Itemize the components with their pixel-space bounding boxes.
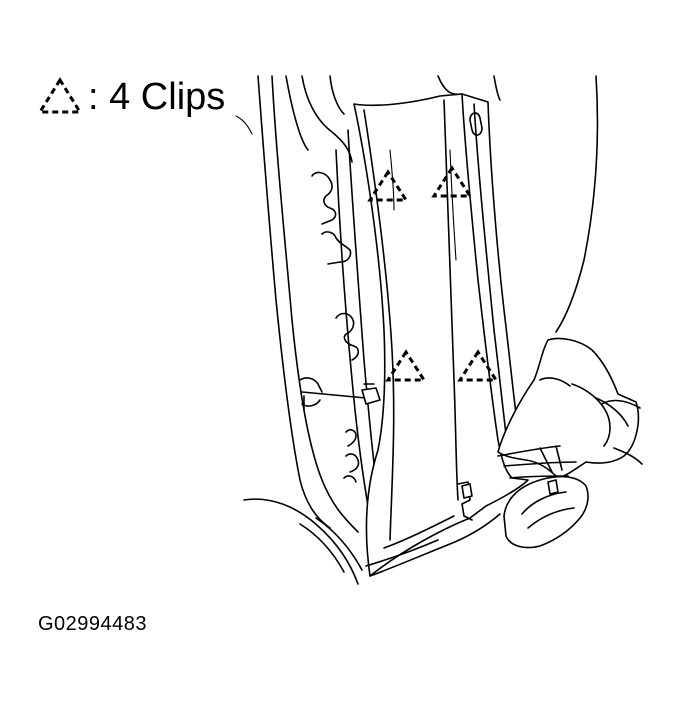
seat (437, 75, 643, 549)
pillar-garnish (353, 93, 529, 577)
legend-leader-line (235, 115, 253, 135)
clip-marker-4-icon (457, 349, 499, 382)
clip-markers (367, 165, 499, 382)
frame-brackets (311, 171, 360, 483)
lower-trim (365, 513, 501, 577)
figure-code: G02994483 (38, 613, 148, 635)
legend-clip-symbol-icon (37, 77, 83, 114)
legend-label: : 4 Clips (88, 76, 226, 118)
clip-marker-1-icon (367, 169, 409, 202)
clip-marker-2-icon (431, 165, 473, 198)
bolt-bracket (299, 377, 381, 411)
clip-marker-3-icon (385, 349, 427, 382)
